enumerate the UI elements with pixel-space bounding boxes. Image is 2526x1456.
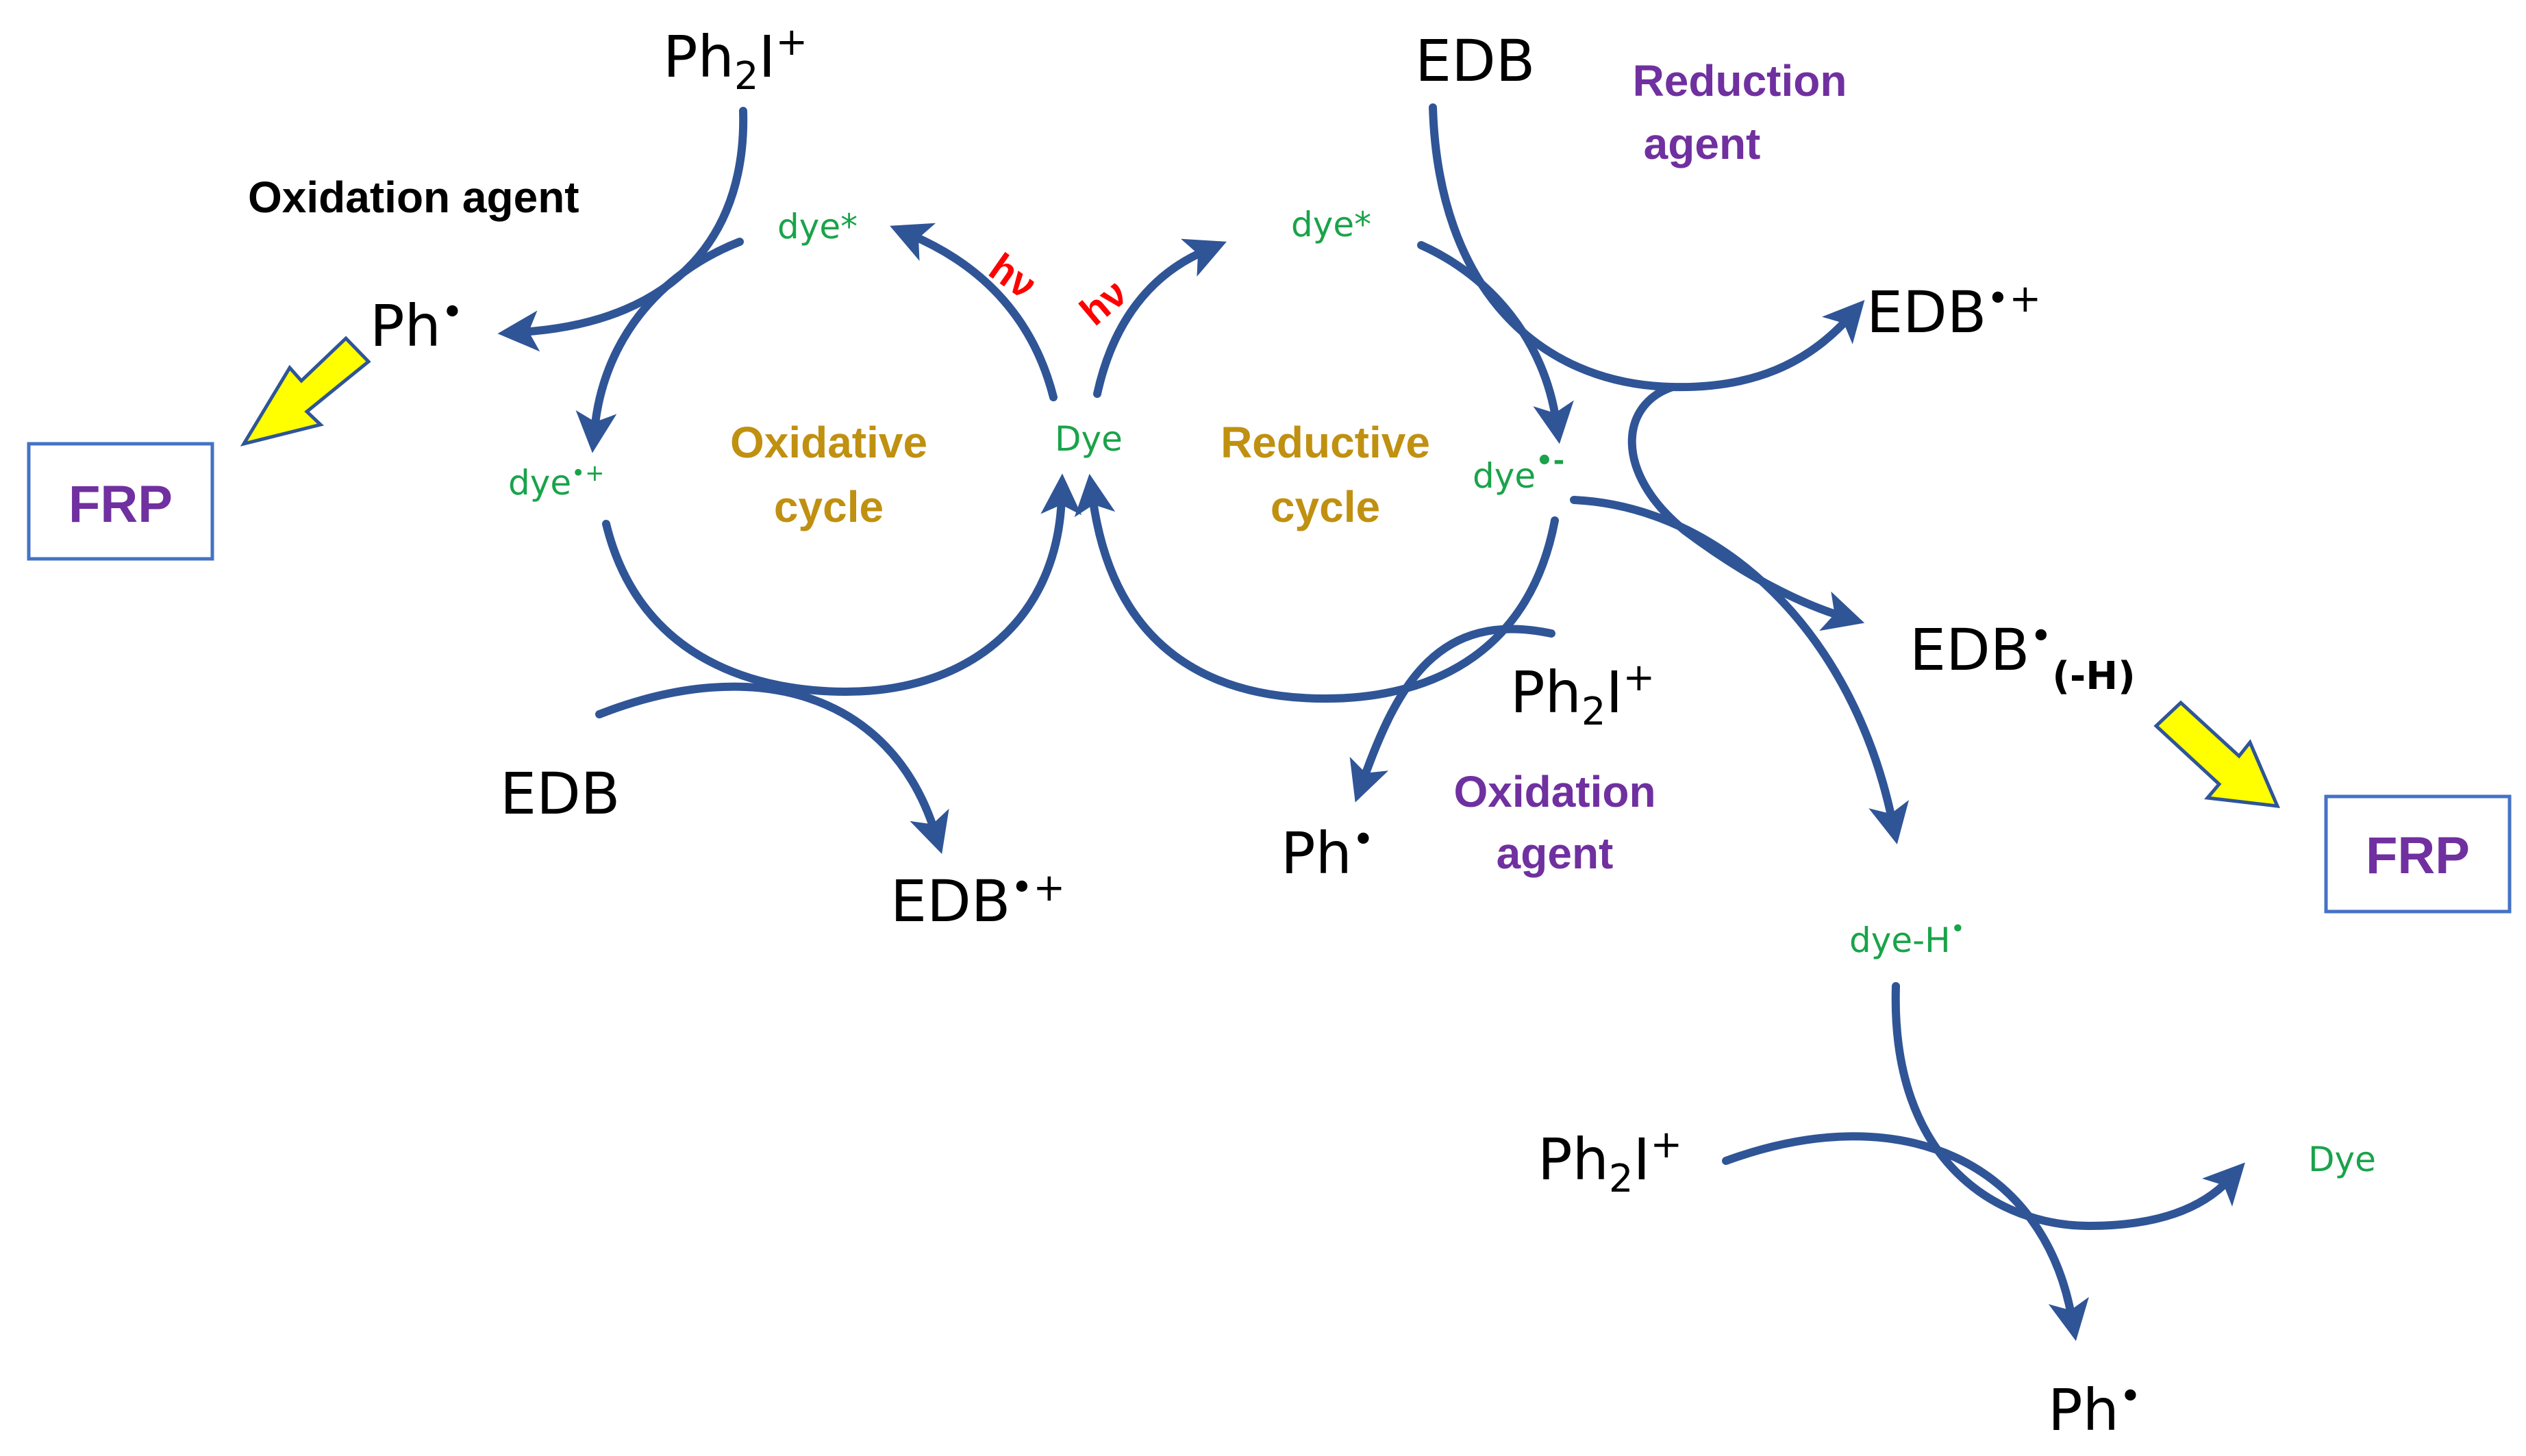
arc-radan-to-dye-h — [1570, 496, 1910, 844]
arc-ph2i-to-ph-top — [497, 107, 748, 352]
reductive-cycle-line2: cycle — [1271, 482, 1380, 531]
arc-edb-to-edb-radcat — [1429, 103, 1865, 392]
oxidation-agent-top: Oxidation agent — [248, 173, 579, 222]
ph-radical-low: Ph• — [2048, 1375, 2142, 1444]
reductive-cycle-line1: Reductive — [1221, 418, 1430, 467]
edb-radical-cation-right: EDB•+ — [1866, 277, 2041, 346]
frp-box-left — [27, 442, 214, 561]
ph-radical-left: Ph• — [370, 290, 464, 360]
arc-radan-to-dye-right — [1074, 473, 1559, 703]
dye-center: Dye — [1055, 419, 1123, 459]
arc-dye-to-dye-star-right — [1093, 238, 1227, 398]
dye-star-right: dye* — [1291, 205, 1371, 244]
arc-dye-to-dye-star-left — [890, 223, 1058, 401]
arc-ph2i-to-ph-mid — [1349, 625, 1555, 803]
reduction-agent-line2: agent — [1644, 119, 1761, 168]
arc-dye-star-to-radan-right — [1417, 241, 1574, 444]
dye-radical-anion: dye•- — [1473, 445, 1564, 496]
edb-h-radical-right: EDB•(-H) — [1910, 614, 2136, 699]
oxidative-cycle-line1: Oxidative — [730, 418, 927, 467]
arc-edb-to-radcat-bottom — [595, 682, 949, 855]
dye-h-radical: dye-H• — [1849, 915, 1965, 960]
dye-star-left: dye* — [777, 207, 858, 247]
frp-label-right: FRP — [2366, 827, 2470, 885]
edb-top: EDB — [1415, 27, 1535, 95]
edb-bottom: EDB — [500, 760, 620, 827]
oxidation-agent-mid-line1: Oxidation — [1453, 767, 1655, 816]
ph-radical-mid: Ph• — [1281, 818, 1375, 887]
arc-dye-star-to-radcat-left — [575, 238, 744, 453]
oxidation-agent-mid-line2: agent — [1497, 829, 1614, 878]
ph2i-top: Ph2I+ — [663, 20, 808, 99]
ph2i-mid: Ph2I+ — [1510, 655, 1655, 734]
frp-arrow-left — [240, 336, 371, 447]
arc-ph2i-to-ph-low — [1722, 1132, 2089, 1342]
frp-label-left: FRP — [68, 475, 173, 534]
arc-radcat-to-dye-left — [602, 473, 1082, 696]
dye-radical-cation: dye•+ — [508, 460, 605, 503]
arc-edb-radcat-to-edb-h — [1627, 383, 1865, 631]
arc-dye-h-to-dye-final — [1891, 982, 2245, 1231]
oxidative-cycle-line2: cycle — [774, 482, 884, 531]
frp-box-right — [2324, 794, 2512, 914]
hv-label-left: hν — [981, 244, 1045, 307]
dye-final: Dye — [2308, 1140, 2376, 1179]
reduction-agent-line1: Reduction — [1633, 56, 1847, 105]
edb-radical-cation-bottom: EDB•+ — [890, 866, 1065, 935]
frp-arrow-right — [2153, 700, 2281, 808]
ph2i-low: Ph2I+ — [1538, 1122, 1682, 1201]
